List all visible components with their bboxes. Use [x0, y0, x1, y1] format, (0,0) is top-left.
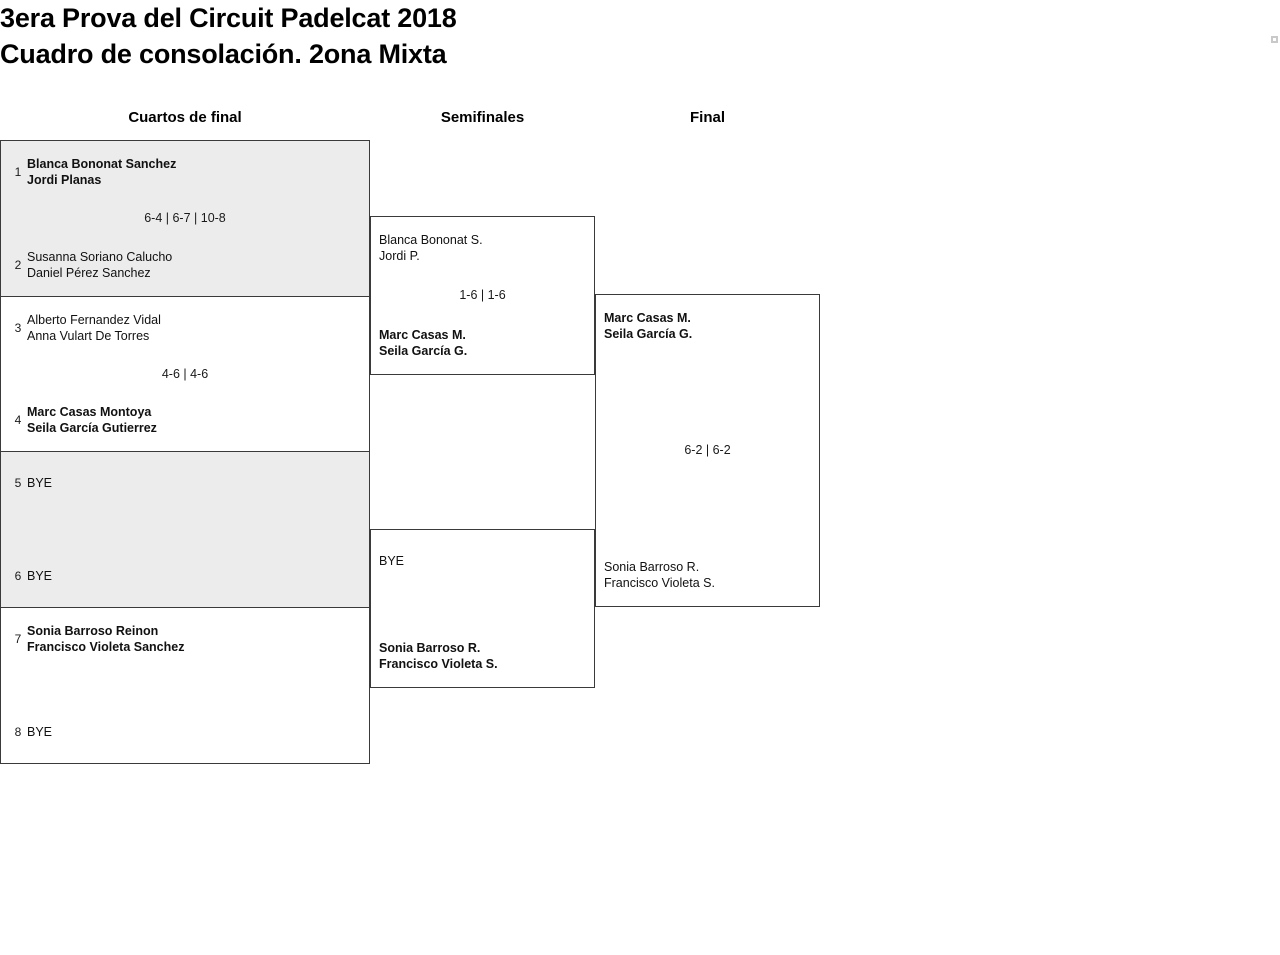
player-name-1: BYE: [27, 475, 53, 490]
match-box-sf-2[interactable]: BYE Sonia Barroso R. Francisco Violeta S…: [370, 529, 595, 688]
match-box-qf-4[interactable]: 7 Sonia Barroso Reinon Francisco Violeta…: [0, 607, 370, 764]
team-names: Alberto Fernandez Vidal Anna Vulart De T…: [27, 312, 161, 345]
seed-number: 7: [14, 632, 22, 646]
match-box-final[interactable]: Marc Casas M. Seila García G. 6-2 | 6-2 …: [595, 294, 820, 607]
seed-number: 8: [14, 725, 22, 739]
team-names: BYE: [27, 724, 52, 741]
page-title-line-2: Cuadro de consolación. 2ona Mixta: [0, 39, 447, 69]
match-slot-bottom[interactable]: Sonia Barroso R. Francisco Violeta S.: [596, 544, 819, 606]
player-name-1: BYE: [379, 553, 405, 568]
player-name-2: Anna Vulart De Torres: [27, 329, 150, 343]
match-slot-bottom[interactable]: 6 BYE: [1, 545, 369, 607]
team-names: Marc Casas M. Seila García G.: [379, 327, 467, 360]
player-name-2: Seila García G.: [379, 344, 468, 358]
match-slot-bottom[interactable]: Marc Casas M. Seila García G.: [371, 312, 594, 374]
team-names: Marc Casas M. Seila García G.: [604, 310, 692, 343]
player-name-1: Sonia Barroso Reinon: [27, 623, 159, 638]
match-slot-top[interactable]: 1 Blanca Bononat Sanchez Jordi Planas: [1, 141, 369, 203]
match-slot-top[interactable]: Blanca Bononat S. Jordi P.: [371, 217, 594, 279]
player-name-1: Sonia Barroso R.: [604, 559, 700, 574]
seed-number: 6: [14, 569, 22, 583]
player-name-1: Alberto Fernandez Vidal: [27, 312, 161, 327]
team-names: Susanna Soriano Calucho Daniel Pérez San…: [27, 249, 172, 282]
round-header-semifinales: Semifinales: [440, 109, 525, 126]
player-name-1: Marc Casas M.: [604, 310, 691, 325]
page-title: 3era Prova del Circuit Padelcat 2018 Cua…: [0, 0, 1200, 72]
player-name-1: Blanca Bononat Sanchez: [27, 156, 177, 171]
seed-number: 4: [14, 413, 22, 427]
match-box-qf-1[interactable]: 1 Blanca Bononat Sanchez Jordi Planas 6-…: [0, 140, 370, 297]
player-name-2: Jordi Planas: [27, 173, 102, 187]
match-slot-top[interactable]: 3 Alberto Fernandez Vidal Anna Vulart De…: [1, 297, 369, 359]
player-name-1: Sonia Barroso R.: [379, 640, 481, 655]
match-slot-bottom[interactable]: 4 Marc Casas Montoya Seila García Gutier…: [1, 389, 369, 451]
player-name-2: Seila García G.: [604, 327, 693, 341]
match-slot-bottom[interactable]: 2 Susanna Soriano Calucho Daniel Pérez S…: [1, 234, 369, 296]
player-name-2: Jordi P.: [379, 249, 420, 263]
player-name-2: Francisco Violeta Sanchez: [27, 640, 185, 654]
player-name-1: Marc Casas M.: [379, 327, 466, 342]
match-score: 6-4 | 6-7 | 10-8: [144, 211, 226, 225]
player-name-1: BYE: [27, 724, 53, 739]
team-names: BYE: [27, 568, 52, 585]
match-box-qf-2[interactable]: 3 Alberto Fernandez Vidal Anna Vulart De…: [0, 296, 370, 452]
match-box-sf-1[interactable]: Blanca Bononat S. Jordi P. 1-6 | 1-6 Mar…: [370, 216, 595, 375]
player-name-2: Daniel Pérez Sanchez: [27, 266, 151, 280]
small-square-icon: [1271, 36, 1278, 43]
team-names: Blanca Bononat Sanchez Jordi Planas: [27, 156, 176, 189]
match-score: 1-6 | 1-6: [459, 288, 506, 302]
team-names: BYE: [379, 553, 404, 570]
seed-number: 2: [14, 258, 22, 272]
player-name-1: BYE: [27, 568, 53, 583]
round-header-cuartos: Cuartos de final: [128, 109, 242, 126]
match-box-qf-3[interactable]: 5 BYE 6 BYE: [0, 451, 370, 608]
match-slot-top[interactable]: 5 BYE: [1, 452, 369, 514]
seed-number: 3: [14, 321, 22, 335]
match-slot-top[interactable]: Marc Casas M. Seila García G.: [596, 295, 819, 357]
player-name-1: Blanca Bononat S.: [379, 232, 483, 247]
team-names: BYE: [27, 475, 52, 492]
player-name-2: Francisco Violeta S.: [604, 576, 715, 590]
team-names: Sonia Barroso Reinon Francisco Violeta S…: [27, 623, 184, 656]
player-name-1: Marc Casas Montoya: [27, 404, 152, 419]
match-slot-top[interactable]: BYE: [371, 530, 594, 592]
team-names: Sonia Barroso R. Francisco Violeta S.: [604, 559, 715, 592]
match-slot-top[interactable]: 7 Sonia Barroso Reinon Francisco Violeta…: [1, 608, 369, 670]
match-slot-bottom[interactable]: 8 BYE: [1, 701, 369, 763]
page-title-line-1: 3era Prova del Circuit Padelcat 2018: [0, 3, 457, 33]
seed-number: 5: [14, 476, 22, 490]
team-names: Sonia Barroso R. Francisco Violeta S.: [379, 640, 498, 673]
match-score: 6-2 | 6-2: [684, 443, 731, 457]
player-name-2: Seila García Gutierrez: [27, 421, 157, 435]
player-name-1: Susanna Soriano Calucho: [27, 249, 173, 264]
player-name-2: Francisco Violeta S.: [379, 657, 498, 671]
seed-number: 1: [14, 165, 22, 179]
match-slot-bottom[interactable]: Sonia Barroso R. Francisco Violeta S.: [371, 625, 594, 687]
match-score: 4-6 | 4-6: [161, 367, 209, 381]
team-names: Marc Casas Montoya Seila García Gutierre…: [27, 404, 157, 437]
team-names: Blanca Bononat S. Jordi P.: [379, 232, 483, 265]
round-header-final: Final: [689, 109, 725, 126]
